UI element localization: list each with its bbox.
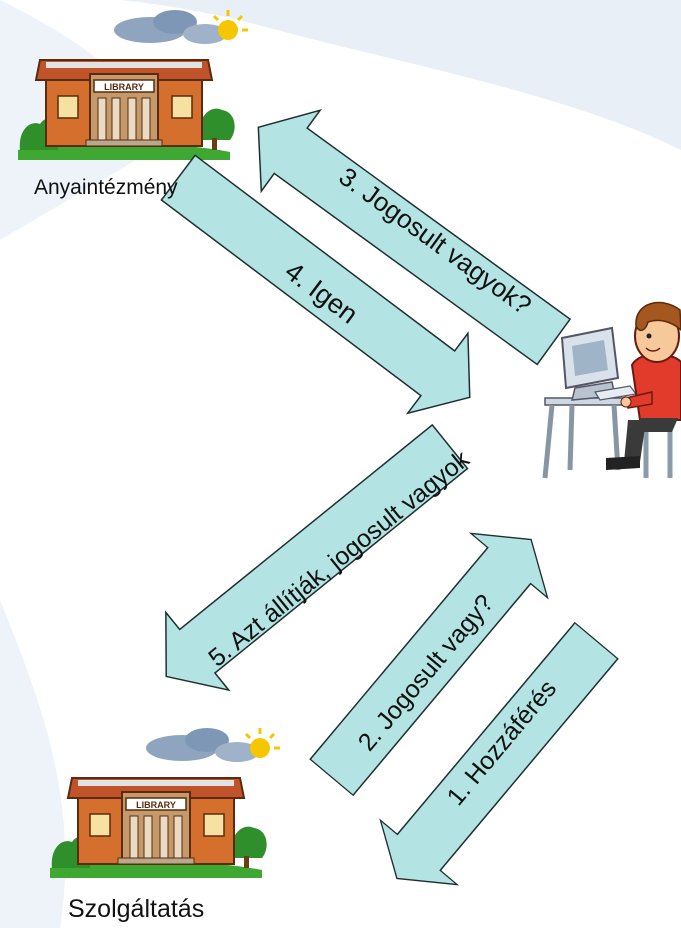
home-institution-label: Anyaintézmény <box>34 176 178 199</box>
arrow-step2-label: 2. Jogosult vagy? <box>353 589 500 756</box>
person-at-computer-icon <box>542 301 681 479</box>
service-label: Szolgáltatás <box>68 895 205 923</box>
home-institution-sign: LIBRARY <box>104 82 144 92</box>
service-sign: LIBRARY <box>136 800 176 810</box>
